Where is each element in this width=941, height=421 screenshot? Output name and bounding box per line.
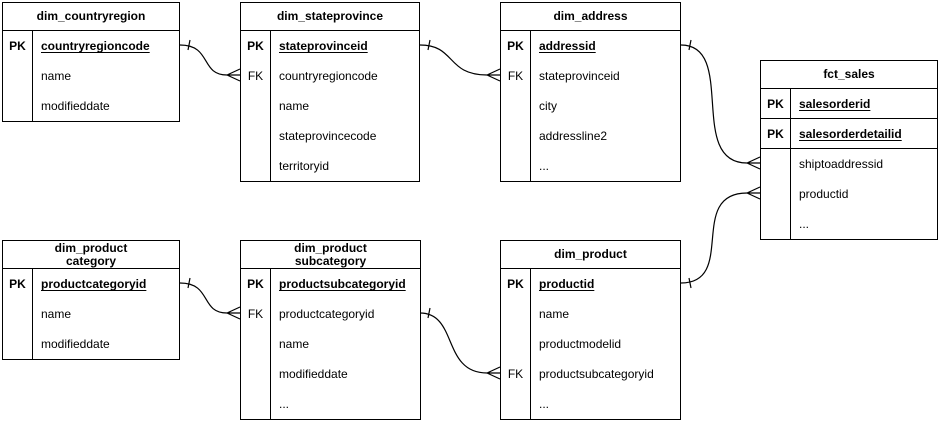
field-name: name — [539, 307, 570, 321]
entity-title: dim_product category — [3, 241, 179, 269]
crowsfoot-icon — [226, 306, 241, 320]
key-badge — [241, 91, 271, 121]
entity-fct-sales[interactable]: fct_sales PK salesorderid PK salesorderd… — [760, 60, 938, 240]
field-name: modifieddate — [279, 367, 348, 381]
field-name: salesorderdetailid — [799, 126, 902, 141]
field-name: countryregioncode — [279, 69, 378, 83]
key-badge: PK — [241, 31, 271, 61]
key-badge — [761, 179, 791, 209]
key-badge — [3, 91, 33, 121]
entity-dim-stateprovince[interactable]: dim_stateprovince PK stateprovinceid FK … — [240, 2, 420, 182]
field-name: stateprovinceid — [539, 69, 620, 83]
field-name: territoryid — [279, 159, 330, 173]
key-badge: PK — [3, 31, 33, 61]
field-name: productid — [539, 277, 595, 291]
key-badge — [501, 121, 531, 151]
field-name: ... — [799, 217, 810, 231]
field-name: countryregioncode — [41, 39, 150, 53]
field-name: ... — [539, 397, 550, 411]
entity-dim-product[interactable]: dim_product PK productid name productmod… — [500, 240, 681, 420]
key-badge: PK — [501, 31, 531, 61]
edge-subcategory-product[interactable] — [419, 307, 501, 380]
one-tick — [688, 39, 692, 51]
entity-title: dim_product subcategory — [241, 241, 420, 269]
key-badge: FK — [241, 299, 271, 329]
key-badge — [501, 91, 531, 121]
entity-title: dim_product — [501, 241, 680, 269]
key-badge — [241, 359, 271, 389]
one-tick — [427, 39, 431, 51]
field-name: productsubcategoryid — [279, 277, 406, 291]
edge-product-fctsales[interactable] — [680, 186, 761, 289]
one-tick — [187, 277, 191, 289]
field-name: modifieddate — [41, 337, 110, 351]
key-badge — [761, 209, 791, 239]
field-name: ... — [539, 159, 550, 173]
entity-dim-address[interactable]: dim_address PK addressid FK stateprovinc… — [500, 2, 681, 182]
field-name: name — [279, 99, 310, 113]
field-name: addressid — [539, 39, 596, 53]
field-name: salesorderid — [799, 96, 871, 111]
one-tick — [427, 307, 431, 319]
field-name: stateprovinceid — [279, 39, 368, 53]
crowsfoot-icon — [486, 366, 501, 380]
field-name: productmodelid — [539, 337, 622, 351]
key-badge — [241, 389, 271, 419]
key-badge — [501, 299, 531, 329]
key-badge: PK — [501, 269, 531, 299]
key-badge: PK — [3, 269, 33, 299]
edge-productcategory-subcategory[interactable] — [179, 277, 241, 320]
one-tick — [688, 277, 692, 289]
field-name: name — [41, 307, 72, 321]
key-badge: PK — [241, 269, 271, 299]
field-name: shiptoaddressid — [799, 157, 884, 171]
key-badge: FK — [241, 61, 271, 91]
field-name: addressline2 — [539, 129, 608, 143]
entity-title: dim_address — [501, 3, 680, 31]
field-name: name — [279, 337, 310, 351]
crowsfoot-icon — [226, 68, 241, 82]
crowsfoot-icon — [746, 186, 761, 200]
entity-dim-productsubcategory[interactable]: dim_product subcategory PK productsubcat… — [240, 240, 421, 420]
one-tick — [187, 39, 191, 51]
field-name: productcategoryid — [41, 277, 147, 291]
edge-address-fctsales[interactable] — [680, 39, 761, 170]
key-badge: PK — [761, 119, 791, 148]
entity-dim-productcategory[interactable]: dim_product category PK productcategoryi… — [2, 240, 180, 360]
key-badge — [241, 121, 271, 151]
key-badge — [3, 299, 33, 329]
crowsfoot-icon — [486, 68, 501, 82]
field-name: productcategoryid — [279, 307, 375, 321]
edge-countryregion-stateprovince[interactable] — [179, 39, 241, 82]
entity-title: fct_sales — [761, 61, 937, 89]
key-badge: FK — [501, 359, 531, 389]
key-badge — [501, 329, 531, 359]
key-badge — [241, 329, 271, 359]
crowsfoot-icon — [746, 156, 761, 170]
key-badge: PK — [761, 89, 791, 118]
key-badge: FK — [501, 61, 531, 91]
field-name: ... — [279, 397, 290, 411]
field-name: stateprovincecode — [279, 129, 377, 143]
field-name: city — [539, 99, 557, 113]
edge-stateprovince-address[interactable] — [419, 39, 501, 82]
key-badge — [241, 151, 271, 181]
key-badge — [501, 151, 531, 181]
key-badge — [761, 149, 791, 179]
key-badge — [501, 389, 531, 419]
field-name: name — [41, 69, 72, 83]
field-name: productsubcategoryid — [539, 367, 654, 381]
entity-title: dim_countryregion — [3, 3, 179, 31]
entity-title: dim_stateprovince — [241, 3, 419, 31]
key-badge — [3, 329, 33, 359]
field-name: productid — [799, 187, 849, 201]
key-badge — [3, 61, 33, 91]
entity-dim-countryregion[interactable]: dim_countryregion PK countryregioncode n… — [2, 2, 180, 122]
field-name: modifieddate — [41, 99, 110, 113]
